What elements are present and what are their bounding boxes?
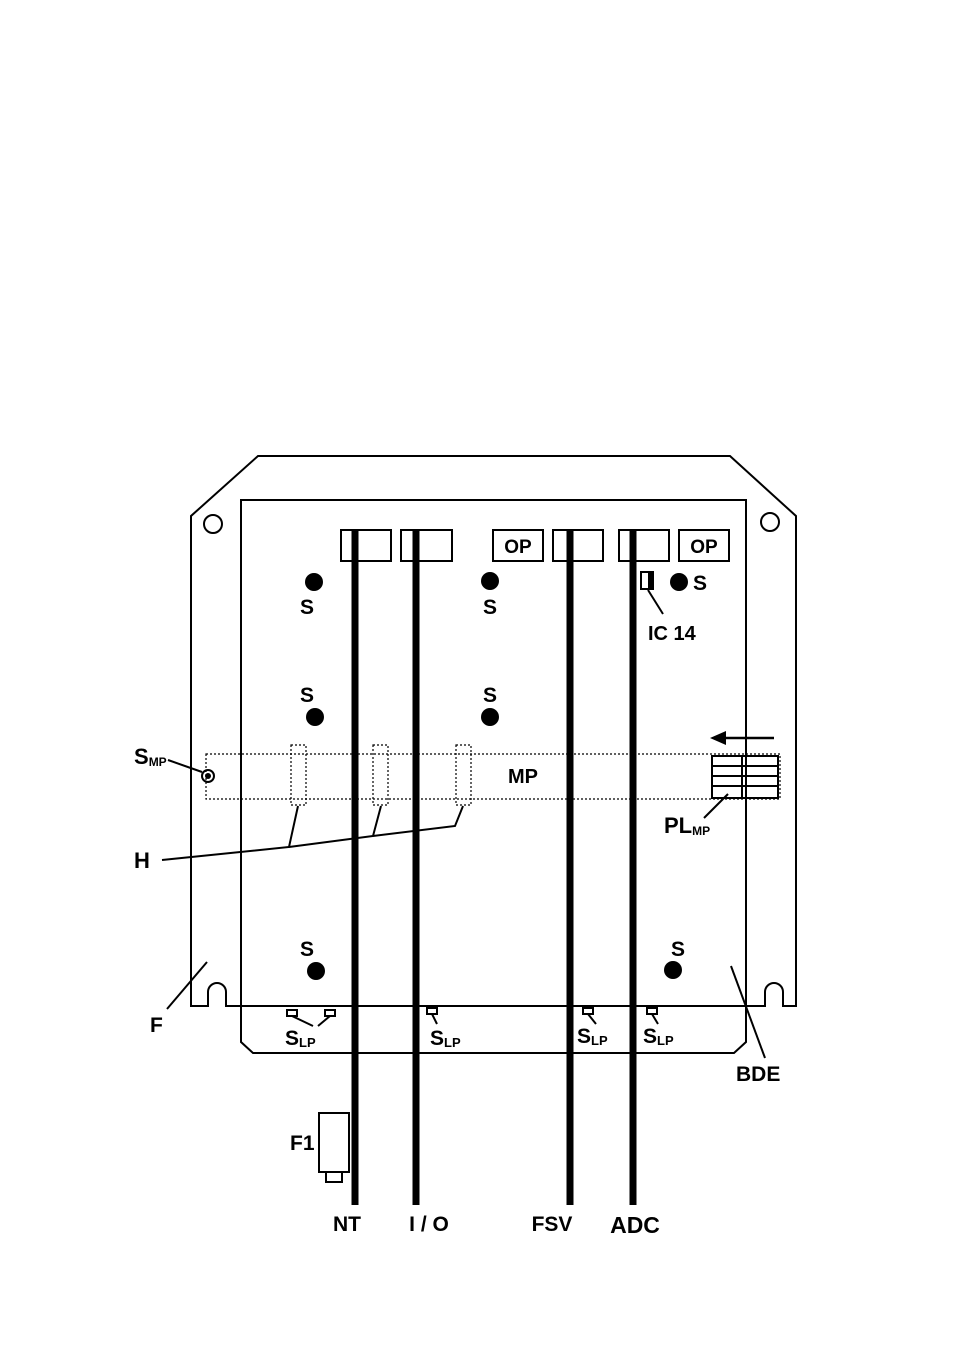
connector-io xyxy=(401,530,452,561)
fsv-label: FSV xyxy=(532,1213,573,1236)
connector-fsv xyxy=(553,530,603,561)
screw-7-label: S xyxy=(671,938,685,961)
screw-3 xyxy=(670,573,688,591)
slp-label-4: SLP xyxy=(643,1025,674,1048)
s-mp-label: SMP xyxy=(134,744,167,769)
connector-nt xyxy=(341,530,391,561)
screw-3-label: S xyxy=(693,572,707,595)
screw-6-label: S xyxy=(300,938,314,961)
slp-clamps xyxy=(287,1008,658,1026)
mounting-hole-right xyxy=(761,513,779,531)
screw-5-label: S xyxy=(483,684,497,707)
ic14-leader xyxy=(648,590,663,614)
f-leader xyxy=(167,962,207,1009)
mp-label: MP xyxy=(508,766,538,788)
bde-label: BDE xyxy=(736,1063,780,1086)
slp-label-2: SLP xyxy=(430,1027,461,1050)
arrow-left-icon xyxy=(710,731,774,745)
mounting-plate xyxy=(206,754,780,799)
h-label: H xyxy=(134,848,150,873)
op-label-2: OP xyxy=(690,537,718,558)
screw-7 xyxy=(664,961,682,979)
adc-label: ADC xyxy=(610,1212,660,1238)
slp-label-3: SLP xyxy=(577,1025,608,1048)
f-label: F xyxy=(150,1014,163,1037)
screw-4 xyxy=(306,708,324,726)
ic14-chip-fill xyxy=(648,572,653,589)
connector-adc xyxy=(619,530,669,561)
screw-4-label: S xyxy=(300,684,314,707)
screw-5 xyxy=(481,708,499,726)
screw-6 xyxy=(307,962,325,980)
mounting-hole-left xyxy=(204,515,222,533)
s-mp-leader xyxy=(168,760,202,772)
screw-1-label: S xyxy=(300,596,314,619)
screw-1 xyxy=(305,573,323,591)
pl-mp-label: PLMP xyxy=(664,813,710,838)
f1-label: F1 xyxy=(290,1132,315,1155)
screw-2 xyxy=(481,572,499,590)
s-mp-screw-center xyxy=(205,773,211,779)
f1-fuse xyxy=(319,1113,349,1172)
screw-2-label: S xyxy=(483,596,497,619)
io-label: I / O xyxy=(409,1213,449,1236)
f1-fuse-cap xyxy=(326,1172,342,1182)
bde-leader xyxy=(731,966,765,1058)
nt-label: NT xyxy=(333,1213,361,1236)
op-label-1: OP xyxy=(504,537,532,558)
ic14-label: IC 14 xyxy=(648,623,697,645)
slp-label-1: SLP xyxy=(285,1027,316,1050)
